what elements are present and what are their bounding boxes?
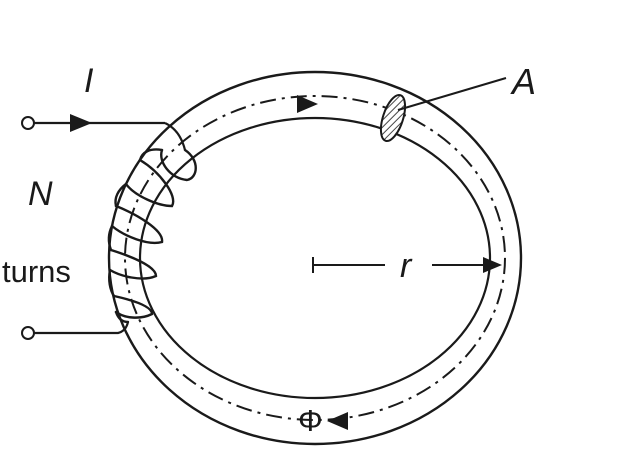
turns-symbol-label: N bbox=[28, 175, 53, 213]
current-label: I bbox=[84, 62, 94, 100]
toroid-inner-edge bbox=[138, 116, 492, 400]
flux-label: Φ bbox=[298, 403, 323, 438]
flux-arrow-bottom bbox=[327, 412, 348, 430]
top-terminal bbox=[21, 116, 35, 130]
flux-path bbox=[124, 95, 506, 421]
current-arrow bbox=[70, 114, 92, 132]
bottom-lead-wire bbox=[34, 321, 130, 335]
flux-arrow-top bbox=[297, 95, 318, 113]
coil-windings bbox=[107, 148, 197, 324]
radius-arrowhead bbox=[483, 257, 502, 273]
area-label: A bbox=[510, 61, 536, 102]
radius-label: r bbox=[400, 247, 413, 285]
area-leader-line bbox=[397, 77, 507, 111]
turns-word-label: turns bbox=[2, 254, 71, 289]
top-lead-bend bbox=[164, 122, 187, 151]
bottom-terminal bbox=[21, 326, 35, 340]
toroid-outer-edge bbox=[107, 70, 523, 446]
